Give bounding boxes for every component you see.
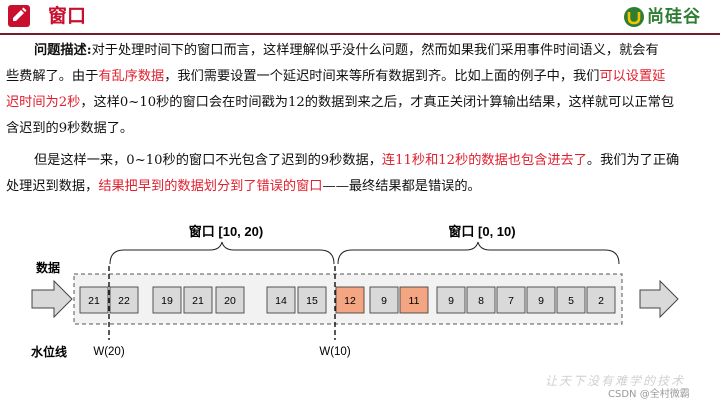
data-box	[79, 286, 109, 314]
data-box	[526, 286, 556, 314]
output-arrow-icon	[639, 279, 679, 319]
window-left-brace	[109, 241, 335, 265]
logo-text: 尚硅谷	[647, 7, 701, 27]
text-span: ，这样0~10秒的窗口会在时间戳为12的数据到来之后，才真正关闭计算输出结果，这…	[80, 95, 675, 110]
text-span: 含迟到的9秒数据了。	[6, 121, 134, 136]
data-box-value: 2	[598, 295, 604, 307]
data-box-value: 11	[409, 295, 420, 307]
text-span: 对于处理时间下的窗口而言，这样理解似乎没什么问题，然而如果我们采用事件时间语义，…	[91, 43, 659, 58]
data-box-value: 19	[161, 295, 173, 307]
data-box	[152, 286, 182, 314]
data-box-value: 9	[448, 295, 454, 307]
problem-description-paragraph: 问题描述:对于处理时间下的窗口而言，这样理解似乎没什么问题，然而如果我们采用事件…	[6, 38, 714, 142]
text-span: 处理迟到数据，	[6, 179, 99, 194]
data-box-value: 21	[88, 295, 100, 307]
data-box-value: 20	[224, 295, 236, 307]
data-box	[436, 286, 466, 314]
data-box-value: 7	[508, 295, 514, 307]
csdn-watermark: CSDN @全村微霸	[608, 389, 690, 400]
slogan: 让天下没有难学的技术	[545, 374, 686, 388]
header: 窗口 尚硅谷	[0, 0, 720, 35]
highlight-text: 可以设置延	[599, 69, 666, 84]
header-rule	[0, 33, 720, 35]
paragraph-line: 问题描述:对于处理时间下的窗口而言，这样理解似乎没什么问题，然而如果我们采用事件…	[6, 38, 714, 64]
data-box-value: 21	[192, 295, 204, 307]
text-span: 些费解了。由于	[6, 69, 99, 84]
pencil-icon	[8, 5, 30, 27]
page-title: 窗口	[48, 5, 87, 27]
consequence-paragraph: 但是这样一来，0~10秒的窗口不光包含了迟到的9秒数据，连11秒和12秒的数据也…	[6, 148, 714, 200]
data-box	[556, 286, 586, 314]
text-span: 。我们为了正确	[586, 153, 680, 168]
input-arrow-icon	[31, 279, 73, 319]
data-box	[586, 286, 616, 314]
data-box-value: 12	[344, 295, 356, 307]
data-box	[369, 286, 399, 314]
data-box	[496, 286, 526, 314]
description-label: 问题描述:	[34, 43, 92, 58]
watermark-marker-left: W(20)	[93, 346, 124, 358]
data-box-value: 22	[118, 295, 130, 307]
paragraph-line: 但是这样一来，0~10秒的窗口不光包含了迟到的9秒数据，连11秒和12秒的数据也…	[6, 148, 714, 174]
paragraph-line: 含迟到的9秒数据了。	[6, 116, 714, 142]
text-span: ——最终结果都是错误的。	[322, 179, 481, 194]
data-box	[215, 286, 245, 314]
highlight-text: 结果把早到的数据划分到了错误的窗口	[98, 179, 323, 194]
watermark-row-label: 水位线	[31, 344, 67, 359]
data-box	[399, 286, 429, 314]
logo-mark-icon	[624, 7, 644, 27]
window-right-brace	[337, 241, 620, 265]
text-span: ，我们需要设置一个延迟时间来等所有数据到齐。比如上面的例子中，我们	[164, 69, 600, 84]
data-box	[183, 286, 213, 314]
highlight-text: 连11秒和12秒的数据也包含进去了	[381, 153, 587, 168]
data-box-value: 8	[478, 295, 484, 307]
highlight-text: 有乱序数据	[98, 69, 165, 84]
data-box-value: 9	[381, 295, 387, 307]
data-box	[466, 286, 496, 314]
paragraph-line: 迟时间为2秒，这样0~10秒的窗口会在时间戳为12的数据到来之后，才真正关闭计算…	[6, 90, 714, 116]
data-box	[109, 286, 139, 314]
data-box	[297, 286, 327, 314]
text-span: 但是这样一来，0~10秒的窗口不光包含了迟到的9秒数据，	[34, 153, 382, 168]
paragraph-line: 些费解了。由于有乱序数据，我们需要设置一个延迟时间来等所有数据到齐。比如上面的例…	[6, 64, 714, 90]
data-box	[266, 286, 296, 314]
data-boxes: 21 22 19 21 20 14 15 12 9 11 9 8 7 9 5 2	[79, 286, 616, 314]
window-right-label: 窗口 [0, 10)	[448, 224, 515, 239]
window-left-label: 窗口 [10, 20)	[189, 224, 263, 239]
data-box-value: 5	[568, 295, 574, 307]
data-label: 数据	[36, 260, 60, 275]
data-box-value: 9	[538, 295, 544, 307]
data-box-value: 14	[275, 295, 287, 307]
data-box-value: 15	[306, 295, 318, 307]
paragraph-line: 处理迟到数据，结果把早到的数据划分到了错误的窗口——最终结果都是错误的。	[6, 174, 714, 200]
data-box	[335, 286, 365, 314]
highlight-text: 迟时间为2秒	[6, 95, 81, 110]
watermark-marker-right: W(10)	[319, 346, 350, 358]
